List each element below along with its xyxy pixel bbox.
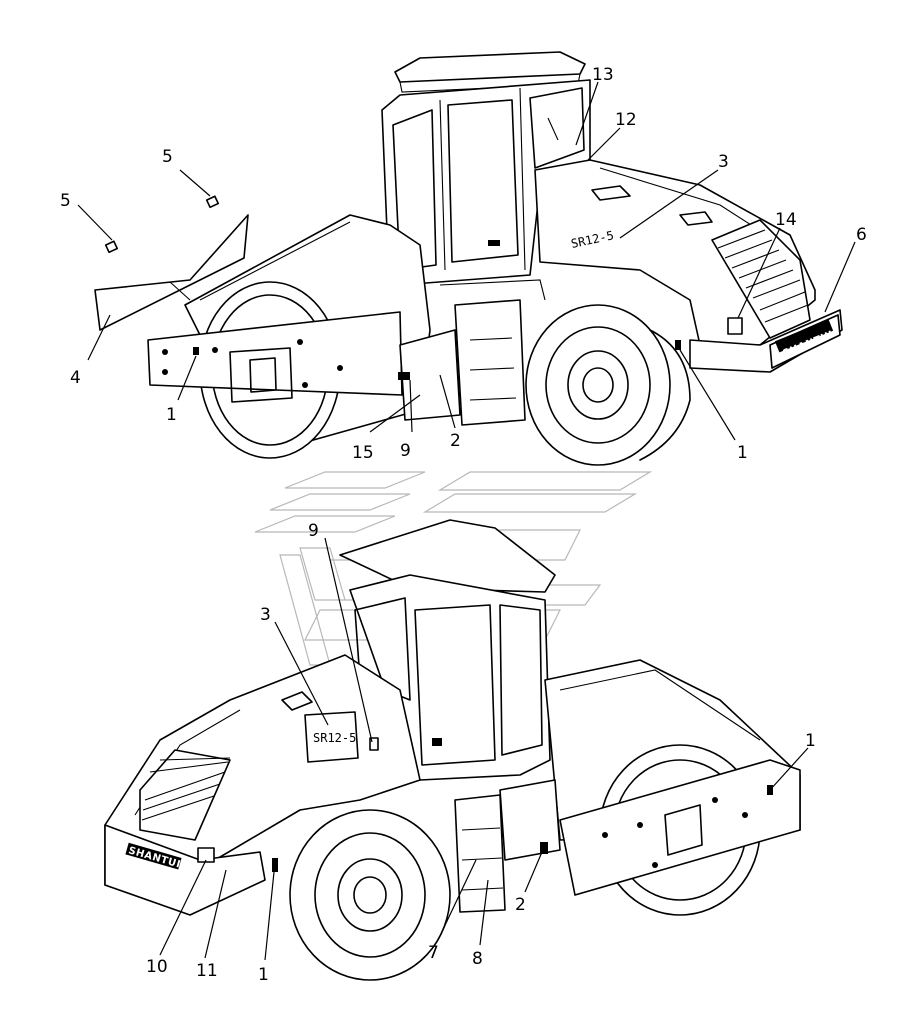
callout-14: 14 [775, 210, 797, 230]
callout-numbers: 5 5 4 1 15 9 2 1 13 12 3 14 6 9 3 1 2 7 … [60, 65, 867, 985]
callout-15: 15 [352, 443, 374, 463]
callout-3a: 3 [718, 152, 729, 172]
callout-6: 6 [856, 225, 867, 245]
callout-11: 11 [196, 961, 218, 981]
callout-8: 8 [472, 949, 483, 969]
grille-lower [139, 749, 231, 841]
lower-roller: SHANTUI SR12-5 [104, 519, 801, 981]
model-label-lower: SR12-5 [313, 731, 356, 745]
callout-9b: 9 [308, 521, 319, 541]
callout-9a: 9 [400, 441, 411, 461]
callout-2b: 2 [515, 895, 526, 915]
callout-5b: 5 [162, 147, 173, 167]
leader-lines [77, 81, 856, 961]
callout-10: 10 [146, 957, 168, 977]
callout-1a: 1 [166, 405, 177, 425]
callout-2a: 2 [450, 431, 461, 451]
callout-13: 13 [592, 65, 614, 85]
callout-5a: 5 [60, 191, 71, 211]
callout-7: 7 [428, 943, 439, 963]
callout-1b: 1 [737, 443, 748, 463]
callout-1c: 1 [805, 731, 816, 751]
callout-12: 12 [615, 110, 637, 130]
upper-roller: SHANTUI SR1 [94, 51, 843, 466]
callout-4: 4 [70, 368, 81, 388]
callout-3b: 3 [260, 605, 271, 625]
callout-1d: 1 [258, 965, 269, 985]
